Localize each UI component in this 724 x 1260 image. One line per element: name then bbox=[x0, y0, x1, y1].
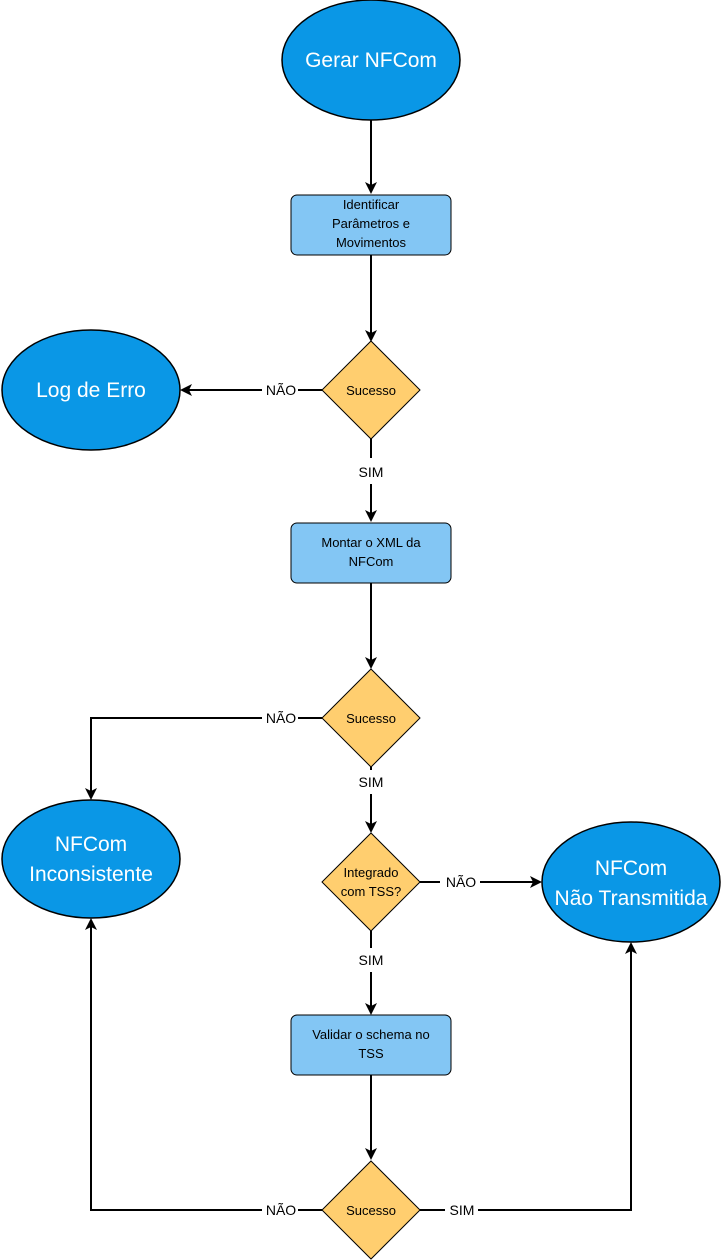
integrated-node: Integrado com TSS? bbox=[321, 832, 421, 932]
log-error-label: Log de Erro bbox=[36, 379, 146, 402]
edge-label-yes-4: SIM bbox=[450, 1202, 475, 1218]
build-xml-label-2: NFCom bbox=[349, 554, 394, 569]
success3-label: Sucesso bbox=[346, 1203, 396, 1218]
integrated-label-2: com TSS? bbox=[341, 884, 401, 899]
connectors bbox=[85, 120, 637, 1211]
success2-diamond bbox=[321, 668, 421, 768]
edge-label-no-2: NÃO bbox=[266, 710, 296, 726]
edge-labels: NÃO SIM NÃO SIM NÃO SIM NÃO SIM bbox=[266, 382, 476, 1218]
inconsistent-label-1: NFCom bbox=[55, 833, 127, 856]
build-xml-box bbox=[290, 522, 452, 584]
build-xml-label-1: Montar o XML da bbox=[321, 535, 421, 550]
success2-label: Sucesso bbox=[346, 711, 396, 726]
inconsistent-oval bbox=[1, 799, 181, 919]
validate-label-2: TSS bbox=[358, 1046, 384, 1061]
start-oval bbox=[281, 0, 461, 121]
success3-diamond bbox=[321, 1160, 421, 1260]
success2-node: Sucesso bbox=[321, 668, 421, 768]
validate-box bbox=[290, 1014, 452, 1076]
inconsistent-label-2: Inconsistente bbox=[29, 863, 153, 886]
edge-label-yes-2: SIM bbox=[359, 774, 384, 790]
build-xml-node: Montar o XML da NFCom bbox=[290, 522, 452, 584]
edge-label-no-1: NÃO bbox=[266, 382, 296, 398]
inconsistent-node: NFCom Inconsistente bbox=[1, 799, 181, 919]
start-node: Gerar NFCom bbox=[281, 0, 461, 121]
not-transmitted-node: NFCom Não Transmitida bbox=[541, 821, 721, 943]
identify-label-3: Movimentos bbox=[336, 235, 407, 250]
log-error-oval bbox=[1, 329, 181, 451]
edge-success2-to-inconsistent bbox=[85, 717, 262, 800]
edge-success3-to-not-transmitted bbox=[478, 942, 637, 1211]
edge-label-no-4: NÃO bbox=[266, 1202, 296, 1218]
validate-node: Validar o schema no TSS bbox=[290, 1014, 452, 1076]
edge-label-yes-1: SIM bbox=[359, 464, 384, 480]
not-transmitted-label-1: NFCom bbox=[595, 857, 667, 880]
success1-label: Sucesso bbox=[346, 383, 396, 398]
validate-label-1: Validar o schema no bbox=[312, 1027, 430, 1042]
success1-node: Sucesso bbox=[321, 340, 421, 440]
edge-success3-to-inconsistent bbox=[85, 918, 262, 1211]
identify-label-1: Identificar bbox=[343, 197, 400, 212]
not-transmitted-label-2: Não Transmitida bbox=[555, 887, 708, 910]
identify-node: Identificar Parâmetros e Movimentos bbox=[290, 194, 452, 256]
edge-label-yes-3: SIM bbox=[359, 952, 384, 968]
identify-box bbox=[290, 194, 452, 256]
identify-label-2: Parâmetros e bbox=[332, 216, 410, 231]
not-transmitted-oval bbox=[541, 821, 721, 943]
start-label: Gerar NFCom bbox=[305, 49, 437, 72]
success3-node: Sucesso bbox=[321, 1160, 421, 1260]
edge-label-no-3: NÃO bbox=[446, 874, 476, 890]
integrated-diamond bbox=[321, 832, 421, 932]
log-error-node: Log de Erro bbox=[1, 329, 181, 451]
integrated-label-1: Integrado bbox=[344, 865, 399, 880]
success1-diamond bbox=[321, 340, 421, 440]
